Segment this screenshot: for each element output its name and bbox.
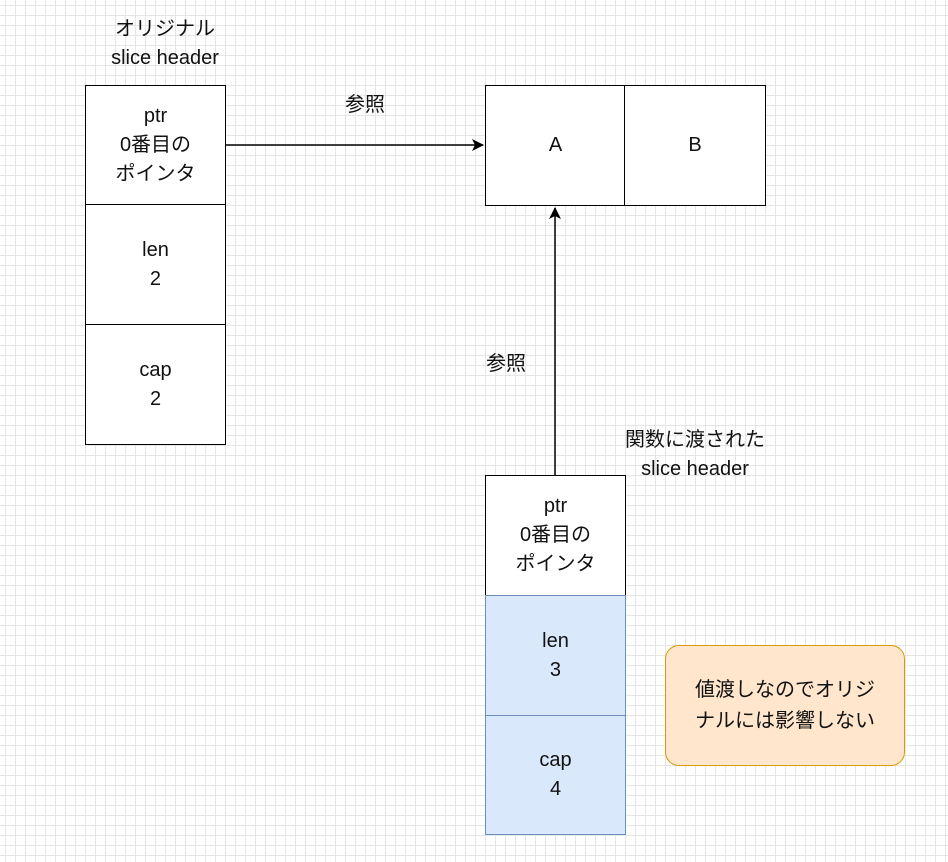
passed-ptr-label: ptr 0番目の ポインタ [515, 495, 596, 575]
original-cap-cell[interactable]: cap 2 [85, 324, 226, 445]
array-cell-b-label: B [688, 134, 702, 156]
passed-cap-label: cap 4 [539, 749, 572, 800]
original-slice-header-title: オリジナル slice header [111, 18, 219, 69]
original-len-cell[interactable]: len 2 [85, 204, 226, 326]
passed-len-cell[interactable]: len 3 [485, 595, 626, 716]
array-cell-a-label: A [548, 134, 563, 156]
original-ptr-label: ptr 0番目の ポインタ [115, 105, 196, 185]
original-len-label: len 2 [142, 239, 169, 290]
passed-len-label: len 3 [542, 629, 569, 681]
passed-cap-cell[interactable]: cap 4 [485, 715, 626, 835]
top-arrow-label: 参照 [345, 94, 385, 116]
original-cap-label: cap 2 [139, 358, 172, 410]
pass-by-value-note[interactable]: 値渡しなのでオリジ ナルには影響しない [665, 645, 905, 766]
passed-ptr-cell[interactable]: ptr 0番目の ポインタ [485, 475, 626, 596]
original-ptr-cell[interactable]: ptr 0番目の ポインタ [85, 85, 226, 206]
passed-slice-header-title: 関数に渡された slice header [625, 429, 765, 480]
array-cell-b[interactable]: B [624, 85, 766, 206]
vertical-arrow-label: 参照 [486, 353, 526, 375]
pass-by-value-note-text: 値渡しなのでオリジ ナルには影響しない [695, 678, 875, 732]
